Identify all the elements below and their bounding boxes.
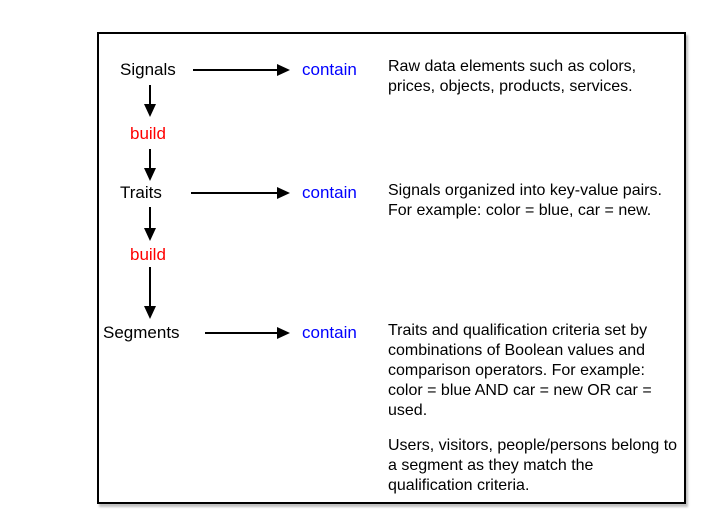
down-arrow-build-to-segments-icon [144, 267, 156, 319]
description-traits: Signals organized into key-value pairs. … [388, 182, 662, 219]
arrow-shaft [149, 149, 151, 168]
arrow-head [144, 306, 156, 319]
connector-label-build-1: build [130, 124, 166, 143]
arrow-head [144, 168, 156, 181]
relation-label-signals-contain: contain [302, 60, 357, 79]
node-label-traits: Traits [120, 183, 162, 202]
description-segments-extra: Users, visitors, people/persons belong t… [388, 437, 678, 494]
diagram-border-box [97, 32, 686, 504]
node-label-segments: Segments [103, 323, 180, 342]
arrow-shaft [191, 191, 277, 194]
arrow-shaft [149, 267, 151, 306]
arrow-shaft [149, 207, 151, 228]
right-arrow-traits-contain-icon [191, 186, 290, 199]
right-arrow-signals-contain-icon [193, 63, 290, 76]
arrow-head [277, 63, 290, 76]
description-segments: Traits and qualification criteria set by… [388, 322, 652, 419]
description-signals: Raw data elements such as colors, prices… [388, 58, 637, 95]
right-arrow-segments-contain-icon [205, 326, 290, 339]
relation-label-traits-contain: contain [302, 183, 357, 202]
arrow-head [277, 326, 290, 339]
node-label-signals: Signals [120, 60, 176, 79]
down-arrow-signals-to-build-icon [144, 85, 156, 117]
arrow-head [144, 228, 156, 241]
connector-label-build-2: build [130, 245, 166, 264]
arrow-head [144, 104, 156, 117]
relation-label-segments-contain: contain [302, 323, 357, 342]
down-arrow-build-to-traits-icon [144, 149, 156, 181]
down-arrow-traits-to-build-icon [144, 207, 156, 241]
arrow-shaft [149, 85, 151, 104]
arrow-shaft [193, 68, 277, 71]
arrow-shaft [205, 331, 277, 334]
arrow-head [277, 186, 290, 199]
